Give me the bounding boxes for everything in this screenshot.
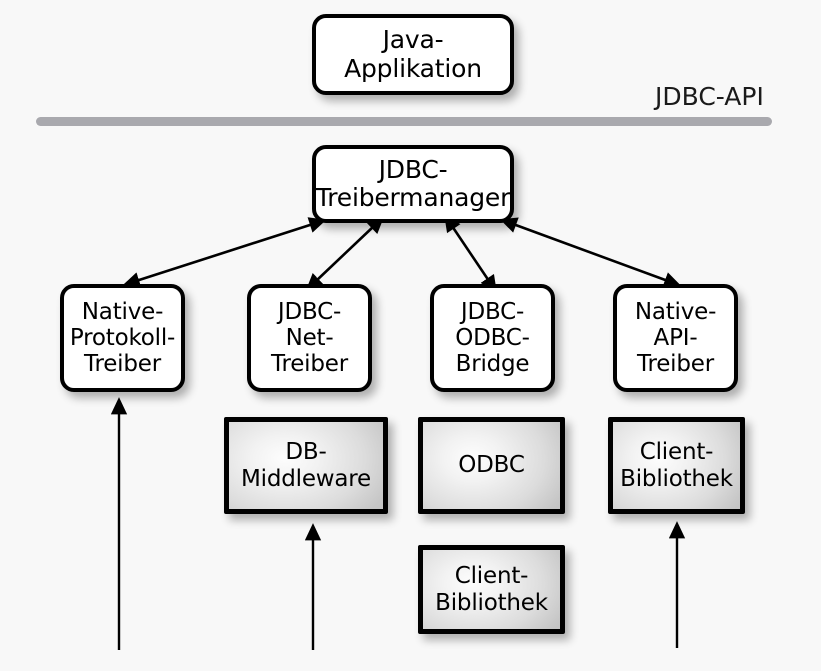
node-jdbc-odbc-bridge[interactable]: JDBC- ODBC- Bridge	[430, 284, 555, 392]
node-native-protokoll-treiber[interactable]: Native- Protokoll- Treiber	[60, 284, 185, 392]
connector-treibermanager-native-api	[499, 217, 682, 288]
jdbc-api-label: JDBC-API	[655, 82, 764, 111]
jdbc-api-separator-bar	[36, 117, 772, 126]
connector-treibermanager-native-protokoll	[122, 217, 327, 288]
box-db-middleware[interactable]: DB- Middleware	[224, 417, 388, 514]
node-native-api-treiber-label: Native- API- Treiber	[634, 298, 717, 378]
box-db-middleware-label: DB- Middleware	[241, 439, 371, 492]
node-java-applikation-label: Java- Applikation	[344, 25, 482, 83]
node-java-applikation[interactable]: Java- Applikation	[312, 14, 514, 95]
box-client-bibliothek-center-label: Client- Bibliothek	[435, 563, 548, 616]
box-odbc-label: ODBC	[458, 452, 525, 479]
node-jdbc-odbc-bridge-label: JDBC- ODBC- Bridge	[455, 298, 530, 378]
box-odbc[interactable]: ODBC	[418, 417, 565, 514]
node-jdbc-net-treiber[interactable]: JDBC- Net- Treiber	[247, 284, 372, 392]
node-jdbc-treibermanager-label: JDBC- Treibermanager	[315, 154, 511, 212]
node-native-protokoll-treiber-label: Native- Protokoll- Treiber	[69, 298, 176, 378]
box-client-bibliothek-right[interactable]: Client- Bibliothek	[608, 417, 745, 514]
box-client-bibliothek-right-label: Client- Bibliothek	[620, 439, 733, 492]
connector-treibermanager-jdbc-odbc	[444, 214, 497, 293]
node-jdbc-treibermanager[interactable]: JDBC- Treibermanager	[312, 145, 514, 223]
node-jdbc-net-treiber-label: JDBC- Net- Treiber	[271, 298, 348, 378]
box-client-bibliothek-center[interactable]: Client- Bibliothek	[418, 545, 565, 634]
connector-treibermanager-jdbc-net	[305, 216, 385, 291]
node-native-api-treiber[interactable]: Native- API- Treiber	[613, 284, 738, 392]
